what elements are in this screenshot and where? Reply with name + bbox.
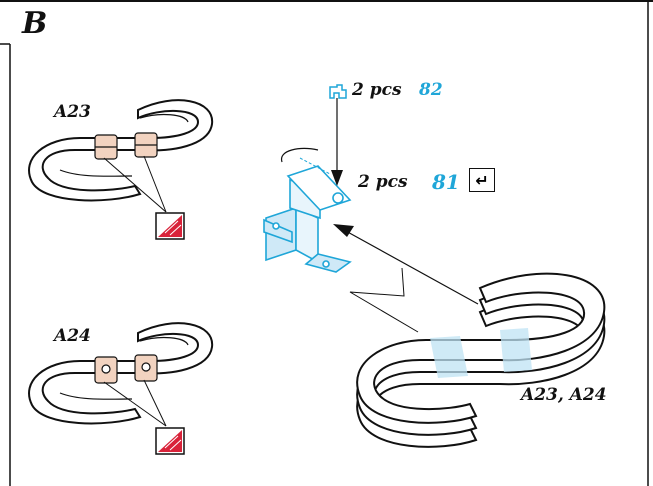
assembly-arrow-line bbox=[343, 229, 479, 305]
hook-stack-highlight bbox=[430, 328, 532, 378]
return-arrow-icon: ↵ bbox=[469, 168, 495, 192]
callout-81-qty: 2 pcs bbox=[358, 172, 408, 192]
section-label: B bbox=[22, 6, 48, 41]
stamp-icon-a23 bbox=[155, 212, 185, 240]
hook-a24-clips bbox=[94, 354, 158, 384]
rotation-arrow bbox=[281, 147, 319, 163]
guide-lines bbox=[349, 267, 419, 333]
assembly-arrow-head bbox=[333, 224, 354, 237]
stamp-icon-a24 bbox=[155, 427, 185, 455]
hook-a23-leader bbox=[103, 155, 167, 213]
callout-81-number: 81 bbox=[432, 170, 460, 194]
hook-a23-clips bbox=[94, 132, 158, 160]
arrow-82-head bbox=[331, 170, 343, 186]
bracket-part bbox=[263, 165, 352, 273]
hook-a24 bbox=[28, 322, 214, 425]
part-label-a23: A23 bbox=[54, 102, 91, 122]
clip-icon bbox=[329, 84, 347, 99]
part-label-a23-a24: A23, A24 bbox=[521, 385, 607, 405]
hook-a24-leader bbox=[103, 379, 167, 427]
callout-82-qty: 2 pcs bbox=[352, 80, 402, 100]
part-label-a24: A24 bbox=[54, 326, 91, 346]
hook-a23 bbox=[28, 99, 214, 202]
hook-stack-a23-a24 bbox=[356, 272, 606, 448]
callout-82-number: 82 bbox=[419, 80, 443, 100]
